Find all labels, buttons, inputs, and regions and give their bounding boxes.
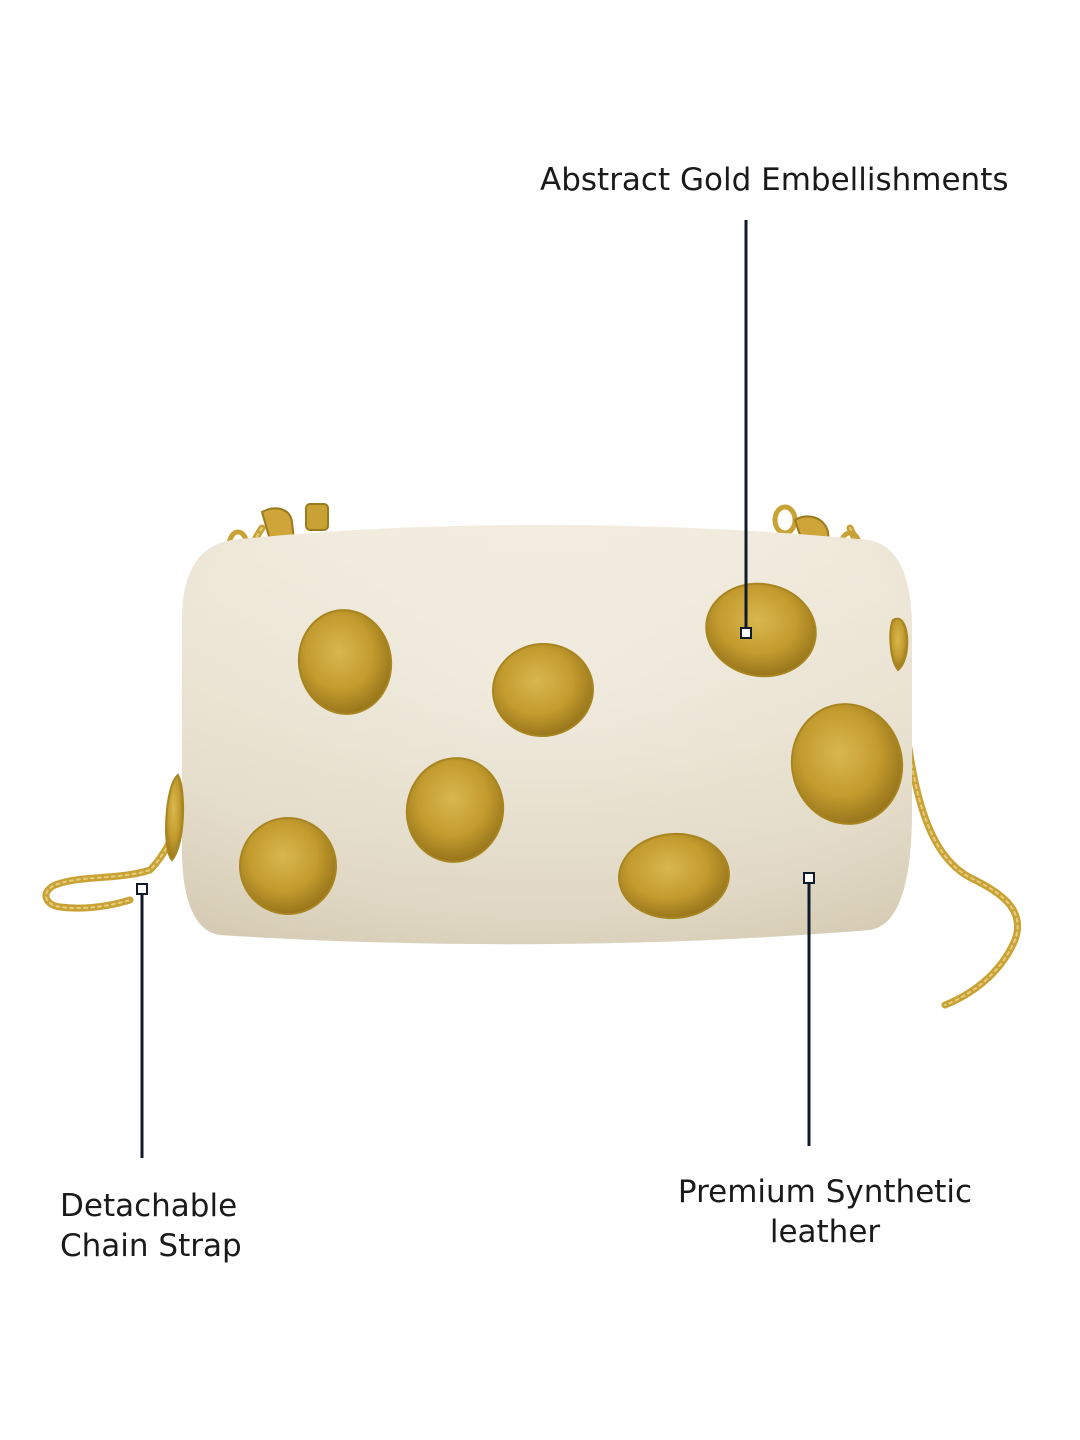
callout-synthetic-leather: Premium Synthetic leather: [640, 1172, 1010, 1252]
callout-gold-embellishments: Abstract Gold Embellishments: [540, 160, 1040, 200]
callout-synthetic-leather-line-2: leather: [769, 1214, 881, 1250]
callout-lines: [140, 220, 811, 1158]
callout-synthetic-leather-line-1: Premium Synthetic: [677, 1174, 973, 1210]
callout-gold-embellishments-line-1: Abstract Gold Embellishments: [540, 162, 1009, 198]
callout-chain-strap: Detachable Chain Strap: [60, 1186, 320, 1266]
callout-chain-strap-line-1: Detachable: [60, 1188, 238, 1224]
callout-chain-strap-line-2: Chain Strap: [60, 1228, 242, 1264]
gold-embellishments: [165, 582, 909, 920]
callout-markers: [136, 627, 815, 895]
